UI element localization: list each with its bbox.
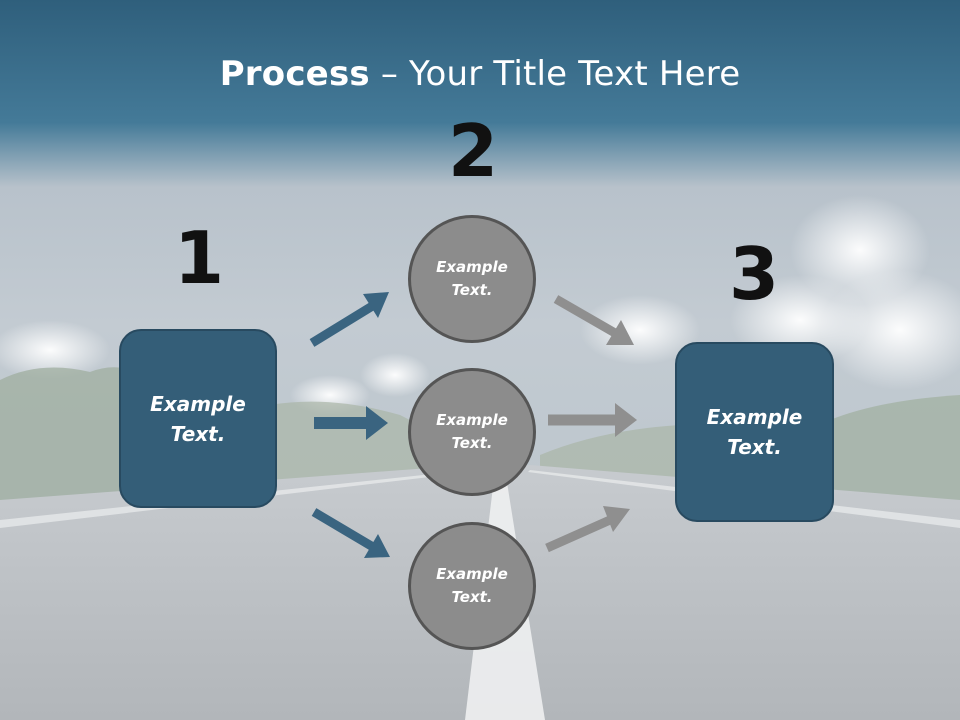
circle-middle-label: Example Text. <box>436 411 508 452</box>
step-2-circle-middle: Example Text. <box>408 368 536 496</box>
arrow-blue-down <box>311 508 390 558</box>
step-number-1: 1 <box>173 216 225 300</box>
arrow-gray-down <box>553 295 634 345</box>
step-3-box: Example Text. <box>675 342 834 522</box>
arrow-gray-right <box>548 403 637 437</box>
slide-title: Process – Your Title Text Here <box>0 52 960 96</box>
title-bold: Process <box>219 54 370 94</box>
arrow-blue-right <box>314 406 388 440</box>
step-3-box-label: Example Text. <box>706 405 803 459</box>
step-1-box-label: Example Text. <box>150 391 246 446</box>
step-1-box: Example Text. <box>119 329 277 508</box>
arrow-gray-up <box>545 506 630 553</box>
step-number-2: 2 <box>447 109 499 193</box>
step-2-circle-top: Example Text. <box>408 215 536 343</box>
step-number-3: 3 <box>728 232 780 316</box>
step-2-circle-bottom: Example Text. <box>408 522 536 650</box>
title-rest: – Your Title Text Here <box>369 54 741 94</box>
circle-top-label: Example Text. <box>436 258 508 299</box>
circle-bottom-label: Example Text. <box>436 565 508 606</box>
arrow-blue-up <box>309 292 389 347</box>
